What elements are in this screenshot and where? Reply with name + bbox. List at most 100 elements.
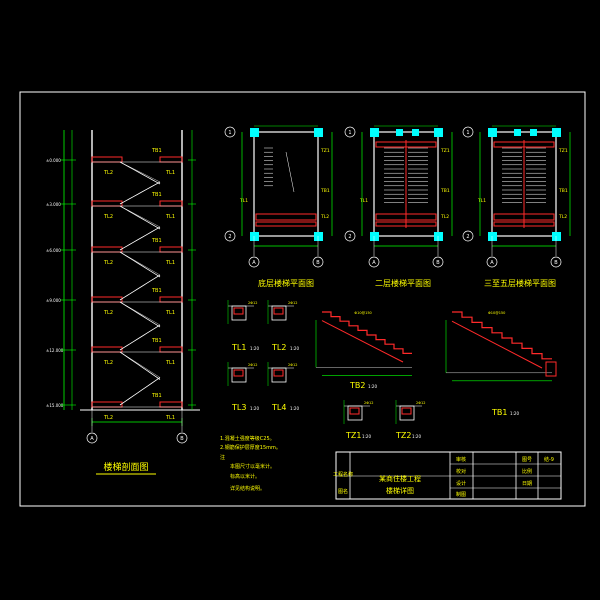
tl2-detail-rebar bbox=[273, 307, 284, 315]
plan-axis-bubble bbox=[344, 126, 356, 138]
plan-tag: TL2 bbox=[558, 214, 567, 220]
title-block-border bbox=[335, 451, 562, 500]
tl3-detail-rebar-note: 2Φ12 bbox=[248, 363, 257, 367]
tz1-detail-rebar bbox=[349, 407, 360, 415]
plan-column bbox=[250, 128, 259, 137]
section-beam-tag: TL1 bbox=[165, 260, 175, 266]
tl2-label: TL2 bbox=[271, 343, 286, 352]
plan-axis-bubble-label: 2 bbox=[466, 234, 469, 240]
section-beam-tag: TL2 bbox=[103, 214, 113, 220]
plan-column bbox=[434, 232, 443, 241]
tz1-detail-rebar-note: 2Φ12 bbox=[364, 401, 373, 405]
tl2-scale: 1:20 bbox=[290, 346, 299, 351]
title-block: 工程名称 图名 某商住楼工程 楼梯详图 审核 校对 设计 制图 图号 结-9 比… bbox=[333, 451, 562, 500]
plan-tag: TB1 bbox=[320, 188, 330, 194]
flight-soffit bbox=[119, 377, 161, 406]
flight-soffit bbox=[119, 324, 161, 351]
plan-column bbox=[250, 232, 259, 241]
tz2-detail-rebar bbox=[401, 407, 412, 415]
flight-soffit bbox=[119, 205, 161, 228]
axis-bubble bbox=[86, 432, 98, 444]
tb-project-label: 工程名称 bbox=[333, 471, 353, 478]
notes-line4: 本图尺寸以毫米计。 bbox=[230, 463, 275, 470]
tz2-scale: 1:20 bbox=[412, 434, 421, 439]
tl1-detail-rebar-note: 2Φ12 bbox=[248, 301, 257, 305]
plan-axis-bubble bbox=[224, 126, 236, 138]
section-flight-tag: TB1 bbox=[151, 393, 162, 399]
plan-axis-bubble bbox=[432, 256, 444, 268]
plan-tag: TB1 bbox=[440, 188, 450, 194]
plan-wall-outline bbox=[373, 131, 439, 237]
plan-tag: TB1 bbox=[558, 188, 568, 194]
section-beam-tag: TL2 bbox=[103, 260, 113, 266]
plan-tag: TL1 bbox=[239, 198, 248, 204]
plan-axis-bubble-label: A bbox=[252, 260, 256, 266]
drawing-frame bbox=[19, 91, 586, 507]
plan-axis-bubble-label: 1 bbox=[466, 130, 469, 136]
plan-axis-bubble-label: A bbox=[372, 260, 376, 266]
notes-line1: 1.混凝土强度等级C25。 bbox=[220, 435, 275, 442]
tl3-detail-rebar bbox=[233, 369, 244, 377]
plan-axis-bubble bbox=[312, 256, 324, 268]
tl3-scale: 1:20 bbox=[250, 406, 259, 411]
plan-wall-outline bbox=[253, 131, 319, 237]
plan-axis-bubble bbox=[462, 126, 474, 138]
section-flight-tag: TB1 bbox=[151, 238, 162, 244]
stair-flight-upper bbox=[119, 351, 161, 380]
plan-axis-bubble bbox=[486, 256, 498, 268]
tb1-label: TB1 bbox=[491, 408, 507, 417]
tz1-label: TZ1 bbox=[345, 431, 361, 440]
section-flight-tag: TB1 bbox=[151, 148, 162, 154]
plan3-title: 三至五层楼梯平面图 bbox=[484, 278, 556, 288]
tb-sheet-no: 结-9 bbox=[544, 456, 554, 463]
plan-axis-bubble-label: 2 bbox=[348, 234, 351, 240]
tb2-detail-soffit bbox=[321, 320, 404, 363]
plan-column bbox=[314, 232, 323, 241]
mid-landing-slab bbox=[159, 401, 183, 408]
tb-sheet-label: 图号 bbox=[522, 457, 532, 463]
plan-column bbox=[552, 232, 561, 241]
tb2-scale: 1:20 bbox=[368, 384, 377, 389]
plan2-title: 二层楼梯平面图 bbox=[375, 278, 431, 288]
flight-soffit bbox=[119, 351, 161, 378]
tb-checked: 校对 bbox=[456, 468, 466, 475]
notes-line6: 详见结构说明。 bbox=[230, 485, 265, 492]
plan-axis-bubble bbox=[248, 256, 260, 268]
section-level-mark: ±9.000 bbox=[46, 298, 61, 303]
section-level-mark: ±15.000 bbox=[46, 403, 64, 408]
section-beam-tag: TL1 bbox=[165, 214, 175, 220]
plan-axis-bubble-label: B bbox=[436, 260, 440, 266]
stair-break-line bbox=[285, 151, 295, 193]
axis-bubble bbox=[176, 432, 188, 444]
floor-landing-slab bbox=[91, 296, 123, 303]
flight-soffit bbox=[119, 251, 161, 276]
axis-bubble-label: A bbox=[90, 436, 94, 442]
mid-landing-slab bbox=[159, 346, 183, 353]
floor-landing-slab bbox=[91, 200, 123, 207]
plan-axis-bubble-label: B bbox=[316, 260, 320, 266]
plan-tag: TL1 bbox=[359, 198, 368, 204]
section-beam-tag: TL1 bbox=[165, 310, 175, 316]
section-flight-tag: TB1 bbox=[151, 192, 162, 198]
plan-column bbox=[488, 128, 497, 137]
tl4-detail-rebar-note: 2Φ12 bbox=[288, 363, 297, 367]
tl4-detail-rebar bbox=[273, 369, 284, 377]
section-level-mark: ±12.000 bbox=[46, 348, 64, 353]
plan-axis-bubble bbox=[344, 230, 356, 242]
axis-bubble-label: B bbox=[180, 436, 184, 442]
section-level-mark: ±3.000 bbox=[46, 202, 61, 207]
mid-landing-slab bbox=[159, 296, 183, 303]
plan-tag: TL2 bbox=[320, 214, 329, 220]
plan-column bbox=[396, 129, 403, 136]
floor-landing-slab bbox=[91, 246, 123, 253]
section-beam-tag: TL2 bbox=[103, 170, 113, 176]
tl1-label: TL1 bbox=[231, 343, 246, 352]
tb1-detail-soffit bbox=[451, 320, 543, 369]
floor-landing-slab bbox=[91, 346, 123, 353]
section-beam-tag: TL1 bbox=[165, 170, 175, 176]
tb1-detail-rebar-note: Φ10@150 bbox=[488, 311, 505, 315]
section-level-mark: ±0.000 bbox=[46, 158, 61, 163]
